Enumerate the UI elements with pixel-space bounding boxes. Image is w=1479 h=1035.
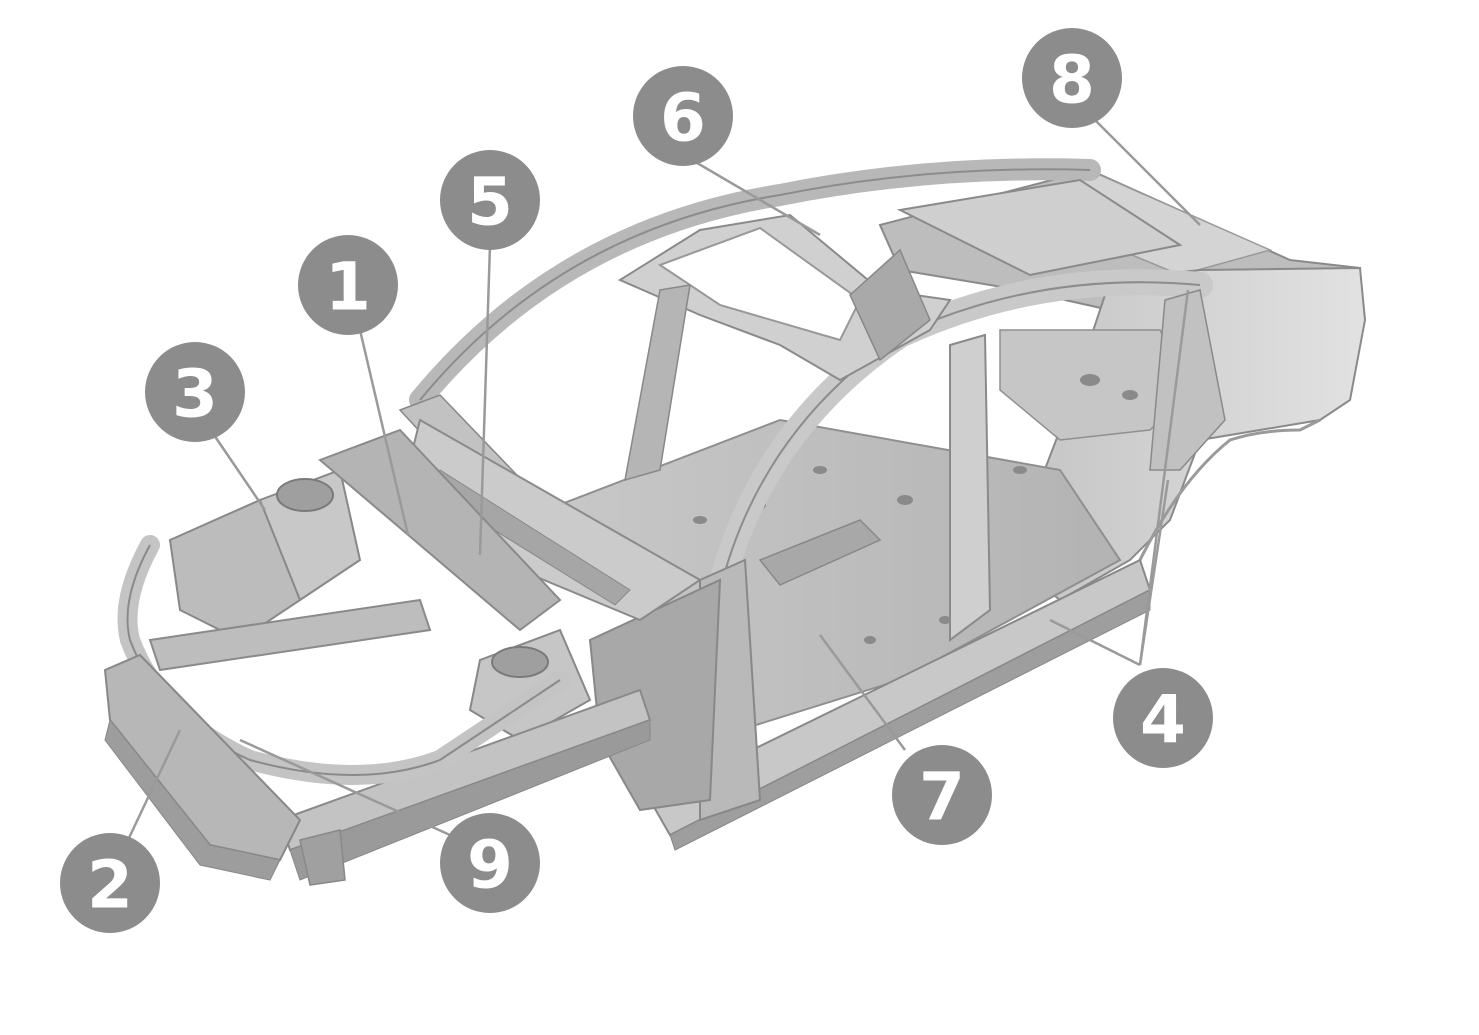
callout-7: 7 <box>892 745 992 845</box>
callout-4-label: 4 <box>1140 682 1186 759</box>
callout-1-label: 1 <box>325 249 371 326</box>
callout-6: 6 <box>633 66 733 166</box>
front-rail-right-lower <box>289 719 651 881</box>
front-wheelhouse-left <box>168 498 302 642</box>
front-bumper-face <box>104 718 281 881</box>
leader-line-2 <box>126 729 182 841</box>
b-pillar-right <box>949 333 992 642</box>
leader-line-1 <box>358 329 410 536</box>
callout-1: 1 <box>298 235 398 335</box>
callout-6-label: 6 <box>660 80 706 157</box>
callout-5: 5 <box>440 150 540 250</box>
c-pillar <box>849 248 931 362</box>
rail-tip-right <box>299 829 346 886</box>
leader-line-5 <box>478 244 492 556</box>
callout-9-label: 9 <box>467 827 513 904</box>
front-rail-left <box>148 598 432 672</box>
leader-lines <box>126 117 1201 841</box>
leader-line-3 <box>210 431 267 511</box>
rear-roof-bow <box>896 178 1183 277</box>
callout-3: 3 <box>145 342 245 442</box>
leader-line-8 <box>1092 117 1201 226</box>
leader-line-9 <box>239 738 451 837</box>
leader-line-4c <box>1138 289 1190 666</box>
callout-9: 9 <box>440 813 540 913</box>
car-body <box>103 158 1367 886</box>
callout-3-label: 3 <box>172 356 218 433</box>
callout-2: 2 <box>60 833 160 933</box>
callouts: 1 2 3 4 5 6 7 8 <box>60 28 1213 933</box>
front-upper-ring-edge <box>126 544 561 776</box>
leader-line-6 <box>691 158 821 237</box>
callout-2-label: 2 <box>87 847 133 924</box>
roof-rail-left-edge <box>419 168 1091 401</box>
callout-4: 4 <box>1113 668 1213 768</box>
strut-tower-right-cap <box>491 646 549 678</box>
strut-tower-left-cap <box>276 478 334 512</box>
leader-line-4a <box>1049 618 1141 667</box>
shock-tower-brace <box>318 428 562 632</box>
center-tunnel <box>758 519 882 586</box>
callout-5-label: 5 <box>467 164 513 241</box>
callout-7-label: 7 <box>919 759 965 836</box>
callout-8-label: 8 <box>1049 42 1095 119</box>
side-sill-lower <box>669 589 1151 851</box>
roof-opening-frame <box>657 226 862 342</box>
callout-8: 8 <box>1022 28 1122 128</box>
c-pillar-right <box>1149 289 1226 471</box>
b-pillar-left <box>624 284 691 482</box>
front-fender-apron <box>588 578 722 812</box>
leader-line-7 <box>818 634 907 751</box>
